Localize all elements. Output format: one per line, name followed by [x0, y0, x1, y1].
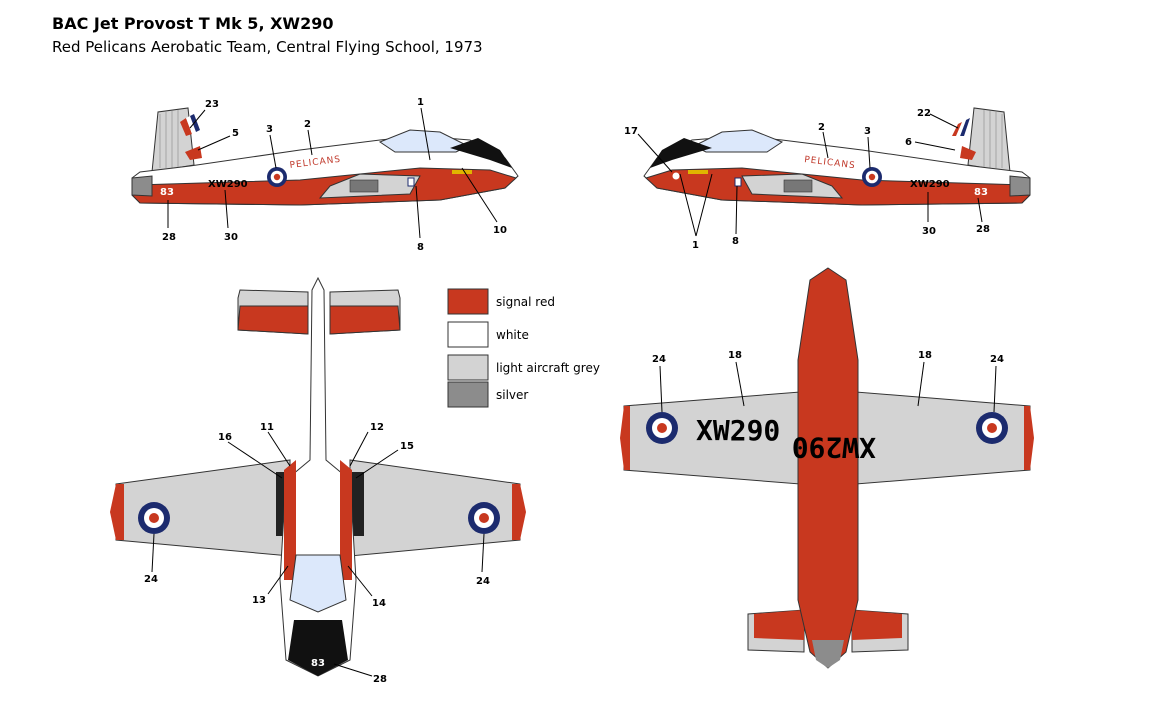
svg-text:2: 2	[818, 122, 825, 133]
legend-label-silver: silver	[496, 388, 528, 402]
top-view: 83 11 12 16 15 24 24 13 14 28	[110, 276, 526, 685]
right-code: 83	[974, 187, 988, 198]
top-left-roundel	[138, 502, 170, 534]
color-legend: signal red white light aircraft grey sil…	[447, 288, 600, 408]
legend-label-light-grey: light aircraft grey	[496, 361, 600, 375]
page-title: BAC Jet Provost T Mk 5, XW290	[52, 14, 334, 33]
svg-text:2: 2	[304, 119, 311, 130]
svg-text:3: 3	[864, 126, 871, 137]
svg-text:14: 14	[372, 598, 386, 609]
svg-text:13: 13	[252, 595, 266, 606]
svg-text:8: 8	[732, 236, 739, 247]
svg-text:24: 24	[652, 354, 666, 365]
svg-text:30: 30	[922, 226, 936, 237]
underside-fuselage	[797, 267, 859, 669]
svg-text:24: 24	[476, 576, 490, 587]
svg-text:1: 1	[692, 240, 699, 251]
fin-flash	[180, 118, 192, 136]
svg-text:1: 1	[417, 97, 424, 108]
underside-view: XW290 XW290 24 18 18 24	[620, 267, 1034, 669]
svg-text:18: 18	[918, 350, 932, 361]
svg-text:11: 11	[260, 422, 274, 433]
svg-text:30: 30	[224, 232, 238, 243]
svg-text:8: 8	[417, 242, 424, 253]
svg-text:28: 28	[373, 674, 387, 685]
top-canopy	[289, 554, 347, 613]
svg-text:22: 22	[917, 108, 931, 119]
legend-label-signal-red: signal red	[496, 295, 555, 309]
top-code: 83	[311, 658, 325, 669]
left-fuselage-roundel	[267, 167, 287, 187]
page-subtitle: Red Pelicans Aerobatic Team, Central Fly…	[52, 38, 483, 56]
right-side-view: XW290 PELICANS 83 17 2 3 22 6 1 8 30 28	[624, 107, 1031, 251]
legend-label-white: white	[496, 328, 529, 342]
left-registration: XW290	[208, 179, 248, 190]
svg-text:24: 24	[144, 574, 158, 585]
svg-text:28: 28	[162, 232, 176, 243]
top-right-roundel	[468, 502, 500, 534]
svg-text:17: 17	[624, 126, 638, 137]
svg-text:28: 28	[976, 224, 990, 235]
right-registration: XW290	[910, 179, 950, 190]
svg-text:10: 10	[493, 225, 507, 236]
underside-right-roundel	[976, 412, 1008, 444]
svg-text:3: 3	[266, 124, 273, 135]
svg-text:18: 18	[728, 350, 742, 361]
svg-text:5: 5	[232, 128, 239, 139]
underside-registration-right: XW290	[792, 431, 876, 464]
left-code: 83	[160, 187, 174, 198]
underside-left-roundel	[646, 412, 678, 444]
svg-text:15: 15	[400, 441, 414, 452]
underside-registration-left: XW290	[696, 414, 780, 447]
svg-text:12: 12	[370, 422, 384, 433]
right-fuselage-roundel	[862, 167, 882, 187]
svg-text:16: 16	[218, 432, 232, 443]
svg-text:6: 6	[905, 137, 912, 148]
svg-text:24: 24	[990, 354, 1004, 365]
left-side-view: XW290 PELICANS 83 23 5 3 2 1 28 30 8 10	[131, 97, 519, 253]
svg-text:23: 23	[205, 99, 219, 110]
